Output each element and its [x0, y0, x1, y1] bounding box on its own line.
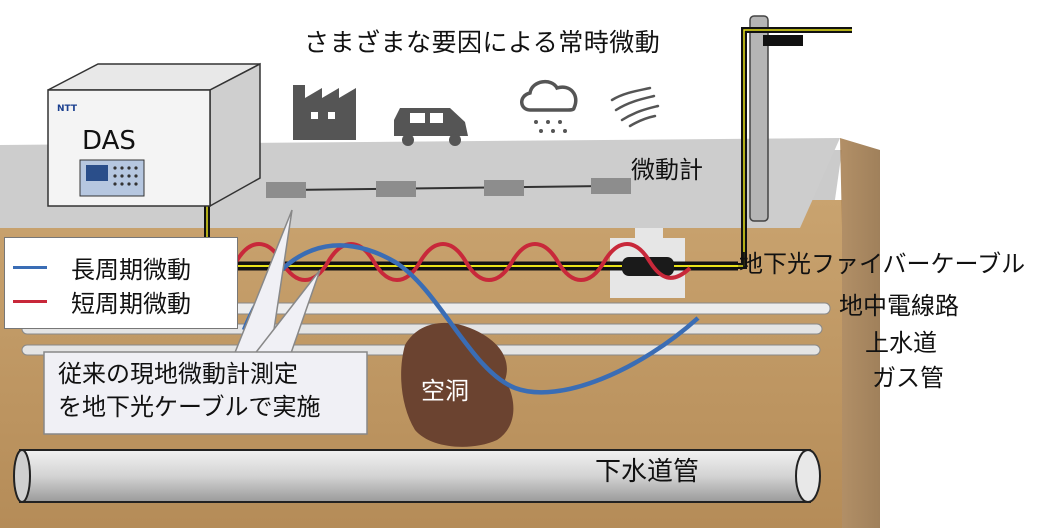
soil-side	[840, 138, 880, 528]
factory-icon	[293, 85, 356, 140]
seismometer-line	[287, 185, 606, 191]
seismometer-2	[376, 181, 416, 197]
cavity	[401, 322, 514, 447]
callout-line-1: 従来の現地微動計測定	[58, 360, 298, 388]
gas-pipe-label: ガス管	[872, 364, 944, 392]
wind-icon	[610, 86, 660, 128]
legend: 長周期微動 短周期微動	[4, 237, 238, 329]
fiber-connector	[622, 257, 674, 276]
water-pipe-label: 上水道	[865, 329, 937, 357]
sewer-pipe-right-end	[795, 449, 821, 503]
das-buttons	[113, 166, 138, 186]
car-icon	[394, 108, 468, 146]
manhole-top	[635, 228, 663, 242]
sewer-pipe-left-end	[13, 449, 31, 503]
legend-swatch-short	[13, 299, 47, 303]
fiber-label: 地下光ファイバーケーブル	[739, 250, 1026, 278]
callout-line-2: を地下光ケーブルで実施	[58, 393, 321, 421]
utility-pole	[749, 15, 769, 222]
legend-label-long: 長周期微動	[71, 255, 191, 284]
sewer-pipe	[19, 449, 811, 503]
legend-item-long: 長周期微動	[13, 252, 191, 284]
legend-item-short: 短周期微動	[13, 286, 191, 318]
legend-swatch-long	[13, 265, 47, 269]
pole-arm	[763, 35, 803, 46]
seismometer-3	[484, 180, 524, 196]
long-period-wave	[241, 243, 700, 395]
legend-label-short: 短周期微動	[71, 289, 191, 318]
callout-box	[43, 351, 368, 435]
cavity-label: 空洞	[421, 377, 469, 405]
power-line-label: 地中電線路	[839, 292, 959, 320]
ntt-logo: NTT	[57, 104, 78, 114]
sewer-pipe-label: 下水道管	[595, 457, 700, 487]
pole-fiber-yellow	[738, 29, 852, 267]
seismometer-4	[591, 178, 631, 194]
seismometer-1	[266, 182, 306, 198]
seismometer-label: 微動計	[631, 156, 703, 184]
callout-text: 従来の現地微動計測定 を地下光ケーブルで実施	[44, 352, 367, 434]
rain-cloud-icon	[520, 80, 578, 133]
page-title: さまざまな要因による常時微動	[304, 28, 661, 57]
das-label: DAS	[82, 126, 136, 156]
das-screen	[86, 165, 108, 181]
